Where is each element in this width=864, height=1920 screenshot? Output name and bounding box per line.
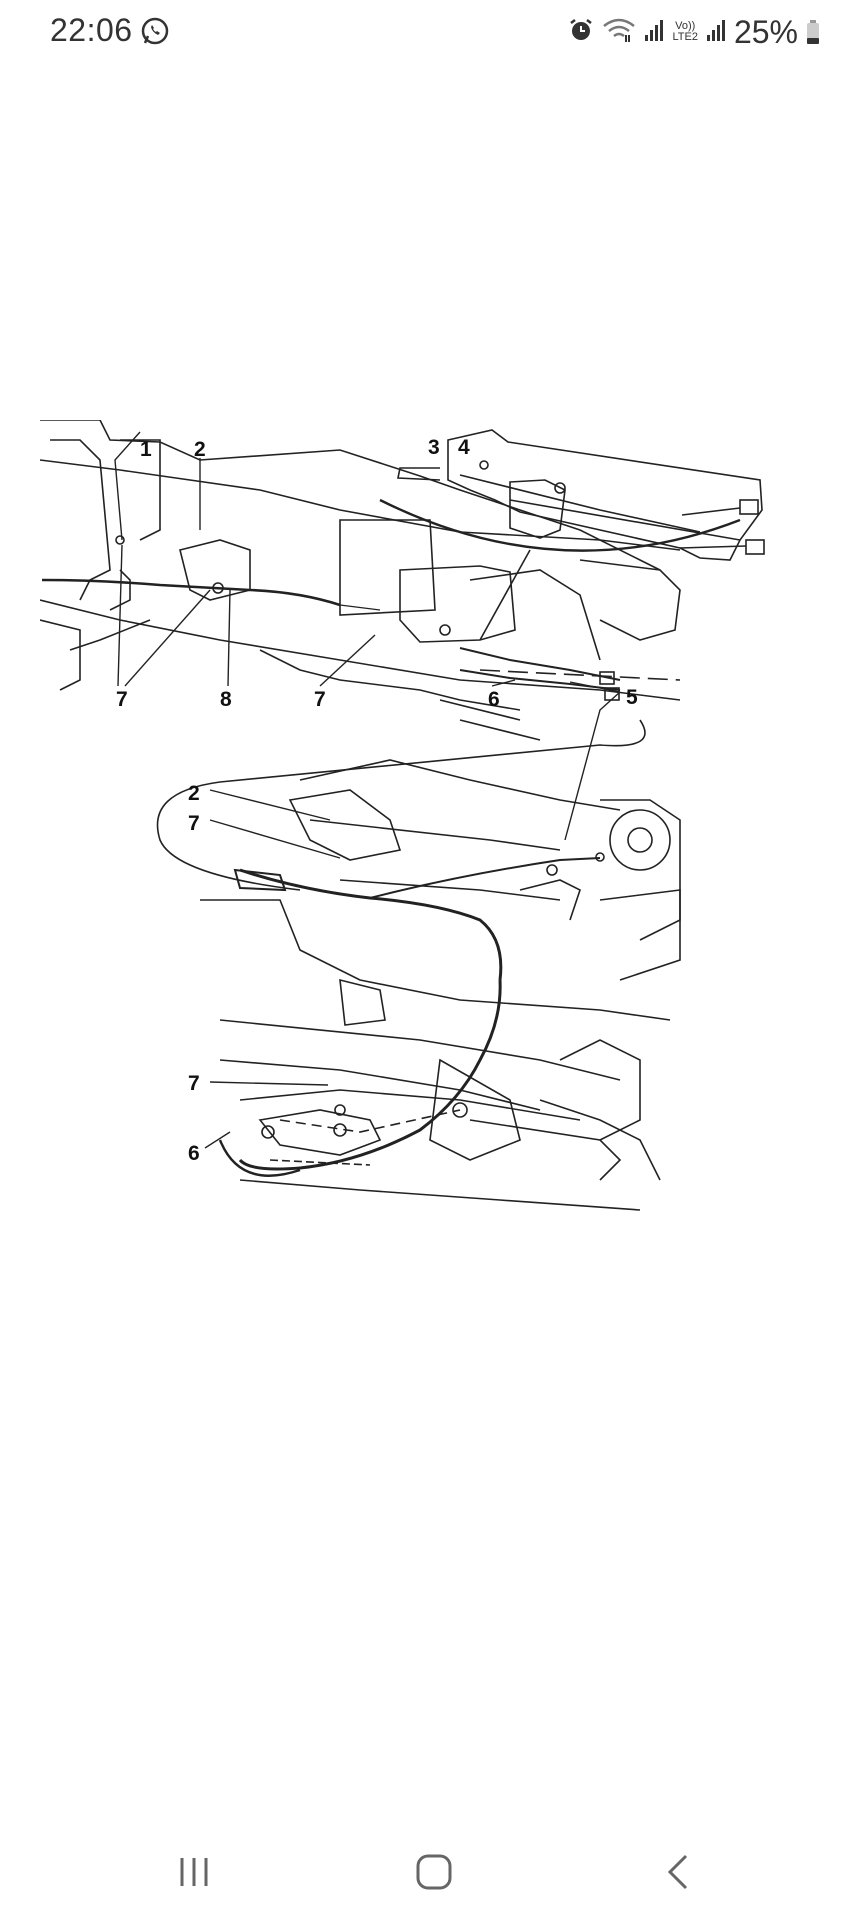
volte-icon: Vo)) LTE2 xyxy=(672,21,697,43)
signal-icon-2 xyxy=(706,18,726,47)
callout-7-c: 7 xyxy=(188,812,200,835)
callout-7-b: 7 xyxy=(314,688,326,711)
volte-label-bottom: LTE2 xyxy=(672,31,698,43)
home-icon[interactable] xyxy=(404,1842,464,1902)
battery-icon xyxy=(806,19,820,45)
callout-6-a: 6 xyxy=(488,688,500,711)
lower-chassis xyxy=(200,759,681,1211)
callout-2: 2 xyxy=(194,438,206,461)
inset-lever-assembly xyxy=(379,429,765,641)
callout-5: 5 xyxy=(626,686,638,709)
callout-4: 4 xyxy=(458,436,470,459)
callout-8: 8 xyxy=(220,688,232,711)
recent-apps-icon[interactable] xyxy=(164,1842,224,1902)
signal-icon xyxy=(644,18,664,47)
callout-7-d: 7 xyxy=(188,1072,200,1095)
callout-leaders xyxy=(114,431,621,1149)
volte-label-top: Vo)) xyxy=(675,20,696,32)
wifi-icon xyxy=(602,17,636,48)
status-icons: Vo)) LTE2 25% xyxy=(568,12,820,52)
clock: 22:06 xyxy=(50,12,133,48)
callout-6-b: 6 xyxy=(188,1142,200,1165)
callout-1: 1 xyxy=(140,438,152,461)
back-icon[interactable] xyxy=(648,1842,708,1902)
alarm-icon xyxy=(568,17,594,48)
upper-frame xyxy=(40,420,681,741)
callout-7-a: 7 xyxy=(116,688,128,711)
whatsapp-icon xyxy=(140,16,170,46)
callout-3: 3 xyxy=(428,436,440,459)
navigation-bar xyxy=(0,1820,864,1920)
callout-2-b: 2 xyxy=(188,782,200,805)
status-bar: 22:06 xyxy=(0,0,864,64)
battery-percent: 25% xyxy=(733,13,798,50)
parking-brake-cable-diagram: 1 2 3 4 7 8 7 6 5 2 7 7 6 xyxy=(40,420,830,1450)
